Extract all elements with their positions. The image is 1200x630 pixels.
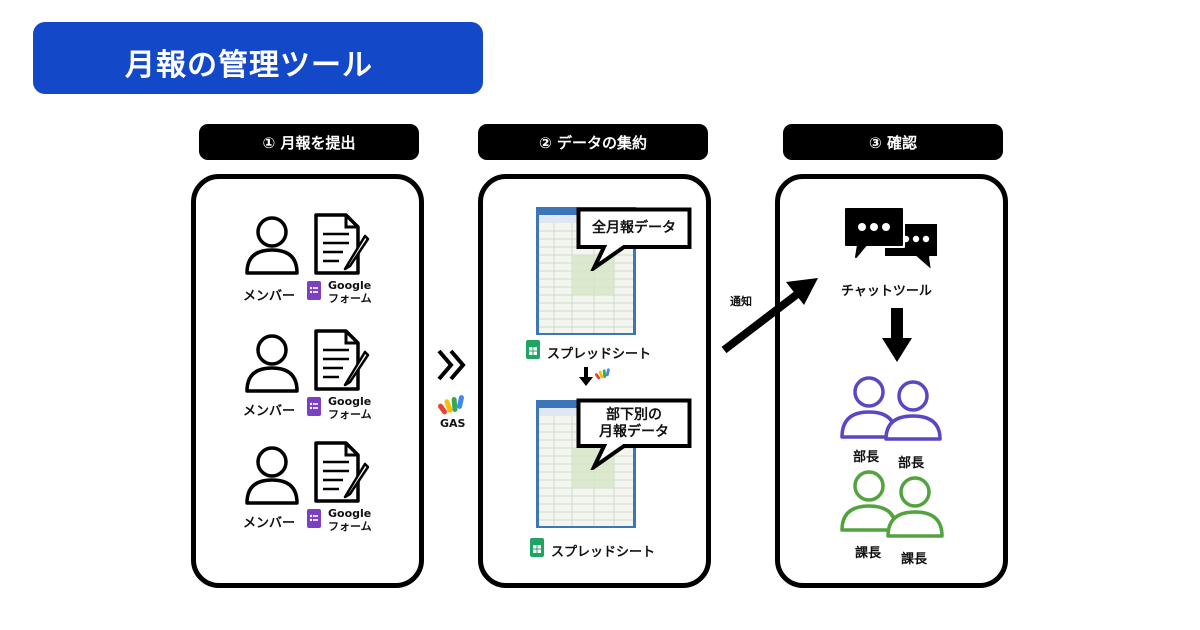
speech-bubble <box>576 207 692 271</box>
manager-person-icon <box>840 376 898 439</box>
google-sheets-icon <box>526 340 540 359</box>
notify-label: 通知 <box>730 295 752 308</box>
google-forms-brand: Google <box>328 507 372 520</box>
document-icon <box>314 441 370 503</box>
all-reports-bubble-text: 全月報データ <box>592 220 676 236</box>
google-forms-name: フォーム <box>328 408 372 421</box>
subordinate-reports-bubble-line2: 月報データ <box>599 424 669 440</box>
step-1-label: ① 月報を提出 <box>199 124 419 160</box>
google-forms-name: フォーム <box>328 520 372 533</box>
double-chevron-right-icon <box>437 349 466 381</box>
person-icon <box>245 216 299 275</box>
document-icon <box>314 329 370 391</box>
down-arrow-icon <box>882 308 912 362</box>
section-chief-person-icon <box>886 476 944 538</box>
down-arrow-icon <box>579 367 593 386</box>
page-title: 月報の管理ツール <box>125 48 373 83</box>
google-apps-script-icon <box>595 368 610 380</box>
person-icon <box>245 446 299 505</box>
manager-label: 部長 <box>853 450 880 465</box>
diagonal-arrow-icon <box>721 278 818 354</box>
google-forms-icon <box>307 509 321 528</box>
google-forms-icon <box>307 281 321 300</box>
chat-tool-label: チャットツール <box>841 284 932 299</box>
gas-label: GAS <box>440 417 466 430</box>
member-label: メンバー <box>243 289 296 304</box>
google-forms-name: フォーム <box>328 292 372 305</box>
google-forms-brand: Google <box>328 279 372 292</box>
google-forms-icon <box>307 397 321 416</box>
section-chief-label: 課長 <box>855 546 882 561</box>
google-apps-script-icon <box>438 395 464 415</box>
document-icon <box>314 213 370 275</box>
speech-bubble <box>576 398 692 470</box>
member-label: メンバー <box>243 404 296 419</box>
google-forms-brand: Google <box>328 395 372 408</box>
chat-bubbles-icon <box>845 208 939 272</box>
google-sheets-icon <box>530 538 544 557</box>
step-3-label: ③ 確認 <box>783 124 1003 160</box>
subordinate-reports-bubble-line1: 部下別の <box>606 407 662 423</box>
step-2-label: ② データの集約 <box>478 124 708 160</box>
person-icon <box>245 334 299 393</box>
title-banner: 月報の管理ツール <box>33 22 483 94</box>
spreadsheet-label: スプレッドシート <box>551 545 656 560</box>
manager-person-icon <box>884 380 942 441</box>
spreadsheet-label: スプレッドシート <box>547 347 652 362</box>
section-chief-label: 課長 <box>901 552 928 567</box>
member-label: メンバー <box>243 516 296 531</box>
manager-label: 部長 <box>898 456 925 471</box>
